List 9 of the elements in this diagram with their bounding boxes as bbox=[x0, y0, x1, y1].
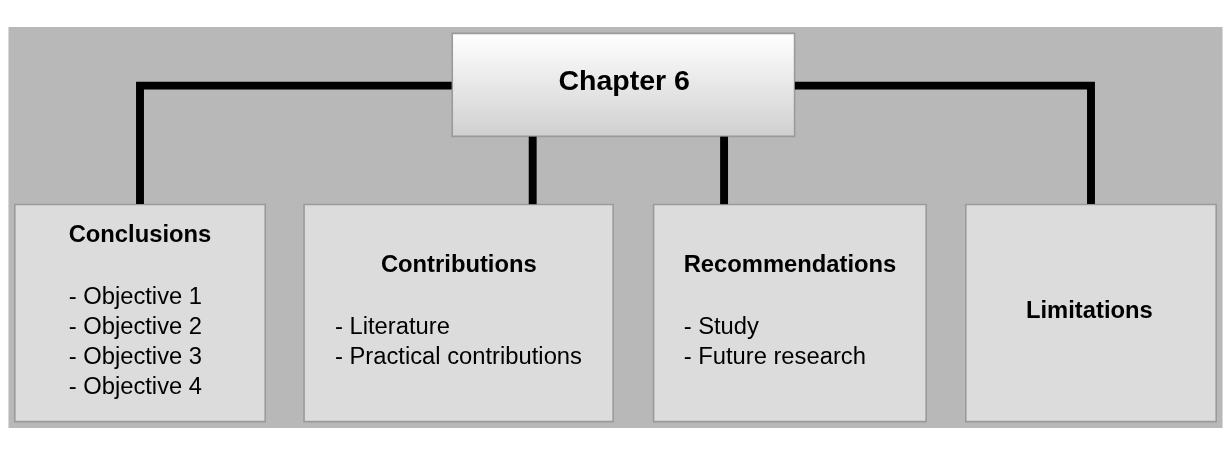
node-box: Conclusions - Objective 1 - Objective 2 - Objective 3 - Objective 4 bbox=[14, 203, 266, 422]
node-box: Recommendations - Study - Future research bbox=[652, 203, 927, 422]
node-box: Contributions - Literature - Practical contributions bbox=[303, 203, 614, 422]
connector bbox=[720, 136, 729, 204]
connector bbox=[136, 81, 452, 204]
node-box: Chapter 6 bbox=[451, 32, 796, 137]
connector bbox=[528, 136, 537, 204]
connector bbox=[794, 81, 1095, 204]
node-box: Limitations bbox=[965, 203, 1217, 422]
